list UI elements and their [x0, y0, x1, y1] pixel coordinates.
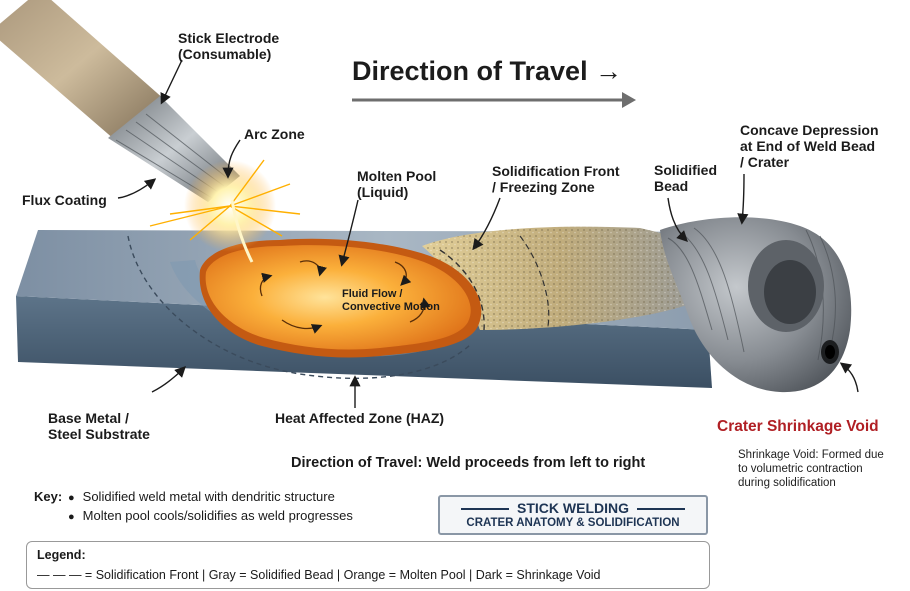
direction-subtitle: Direction of Travel: Weld proceeds from …	[291, 455, 646, 471]
label-arc-zone: Arc Zone	[244, 126, 305, 142]
label-solidified-bead: Solidified Bead	[654, 162, 717, 194]
page-title: Direction of Travel →	[352, 56, 623, 86]
key-item: Molten pool cools/solidifies as weld pro…	[68, 507, 353, 526]
badge-title: STICK WELDING	[440, 500, 706, 516]
label-stick-electrode: Stick Electrode (Consumable)	[178, 30, 280, 62]
label-haz: Heat Affected Zone (HAZ)	[275, 410, 445, 426]
label-molten-pool: Molten Pool (Liquid)	[357, 168, 437, 200]
leader-arrows	[117, 59, 859, 408]
legend-text: — — — = Solidification Front | Gray = So…	[37, 568, 601, 582]
convection-arrows	[259, 260, 431, 334]
stick-welding-badge: STICK WELDING CRATER ANATOMY & SOLIDIFIC…	[438, 495, 708, 535]
key-item: Solidified weld metal with dendritic str…	[68, 488, 335, 507]
void-note: Shrinkage Void: Formed due to volumetric…	[738, 449, 884, 489]
label-solidification-front: Solidification Front / Freezing Zone	[492, 163, 620, 195]
label-fluid-flow: Fluid Flow / Convective Motion	[342, 288, 440, 313]
solidification-front-line	[439, 249, 485, 331]
label-crater-shrinkage-void: Crater Shrinkage Void	[717, 418, 879, 435]
badge-subtitle: CRATER ANATOMY & SOLIDIFICATION	[466, 517, 680, 529]
legend-box: Legend: — — — = Solidification Front | G…	[26, 541, 710, 589]
legend-title: Legend:	[37, 548, 86, 562]
arc-sparks	[149, 159, 301, 241]
key-title: Key:	[34, 489, 63, 504]
label-concave-depression: Concave Depression at End of Weld Bead /…	[740, 122, 879, 170]
label-base-metal: Base Metal / Steel Substrate	[48, 410, 150, 442]
label-flux-coating: Flux Coating	[22, 192, 107, 208]
